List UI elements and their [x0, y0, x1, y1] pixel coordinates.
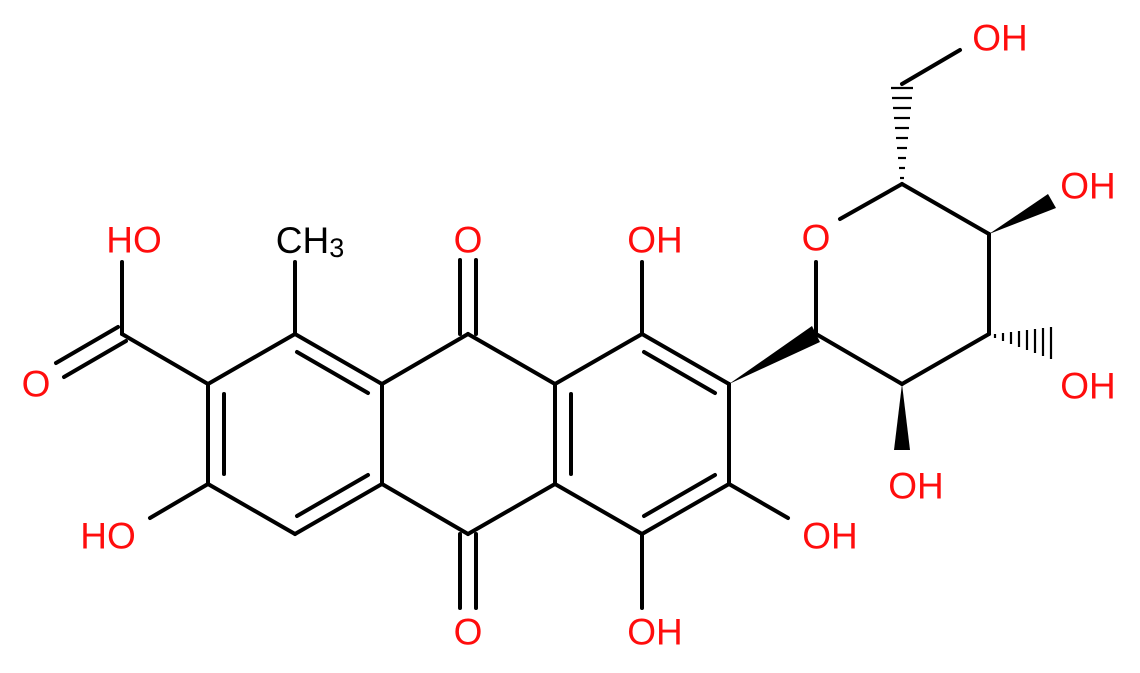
- wedge-anomeric: [729, 326, 820, 384]
- atom-cooh-oh: HO: [106, 220, 162, 261]
- bond-s3: [900, 182, 991, 236]
- bond-c2: [640, 332, 731, 386]
- bond-c4-inner: [642, 473, 717, 518]
- bond-cooh-o-1: [62, 339, 128, 379]
- atom-carbonyl-o-top: O: [454, 220, 483, 261]
- bond-c4: [640, 482, 731, 536]
- bond-b4: [466, 482, 557, 536]
- atom-sugar-oh-c3: OH: [1060, 366, 1116, 407]
- bond-oh-left: [148, 482, 210, 520]
- bond-c5: [553, 482, 644, 536]
- bond-b2: [466, 332, 557, 386]
- atom-methyl-subscript: 3: [329, 233, 344, 263]
- bond-a5: [206, 482, 297, 536]
- bond-a1: [206, 332, 297, 386]
- atom-layer: O O HO O CH3 HO OH OH OH O OH OH OH OH: [22, 18, 1116, 653]
- bond-a2: [293, 332, 384, 386]
- atom-oh-ring-c: OH: [802, 516, 858, 557]
- bond-s5: [900, 332, 991, 386]
- stereo-layer: [729, 86, 1056, 450]
- atom-sugar-oh-c4: OH: [1060, 166, 1116, 207]
- wedge-c4-oh: [989, 194, 1056, 234]
- atom-oh-peri-bottom: OH: [627, 612, 683, 653]
- bond-cooh-o-2: [54, 325, 120, 365]
- bond-b1: [380, 332, 470, 386]
- bond-ch2-oh: [900, 48, 962, 86]
- atom-oh-peri-top: OH: [627, 220, 683, 261]
- atom-carbonyl-o-bottom: O: [454, 612, 483, 653]
- atom-sugar-oh-c2: OH: [888, 466, 944, 507]
- bond-oh-ring-c: [727, 482, 790, 520]
- wedge-c2-oh: [894, 384, 910, 450]
- atom-cooh-o: O: [22, 364, 51, 405]
- atom-oh-left: HO: [80, 516, 136, 557]
- bond-s2: [838, 182, 904, 221]
- bond-cooh-c: [120, 332, 210, 386]
- bond-c2-inner: [642, 350, 717, 395]
- hash-c3-oh: [993, 327, 1053, 359]
- bond-s6: [814, 332, 904, 386]
- atom-methyl-ch: CH: [276, 220, 329, 261]
- bond-a4: [293, 482, 384, 536]
- bond-a2-inner: [295, 350, 370, 395]
- atom-ring-o: O: [802, 218, 831, 259]
- bond-c1: [553, 332, 644, 386]
- bond-b3: [380, 482, 470, 536]
- hash-c5-ch2: [891, 86, 913, 180]
- atom-methyl: CH3: [276, 220, 344, 264]
- bond-layer: [54, 48, 991, 610]
- bond-a4-inner: [295, 473, 370, 518]
- atom-ch2oh: OH: [972, 18, 1028, 59]
